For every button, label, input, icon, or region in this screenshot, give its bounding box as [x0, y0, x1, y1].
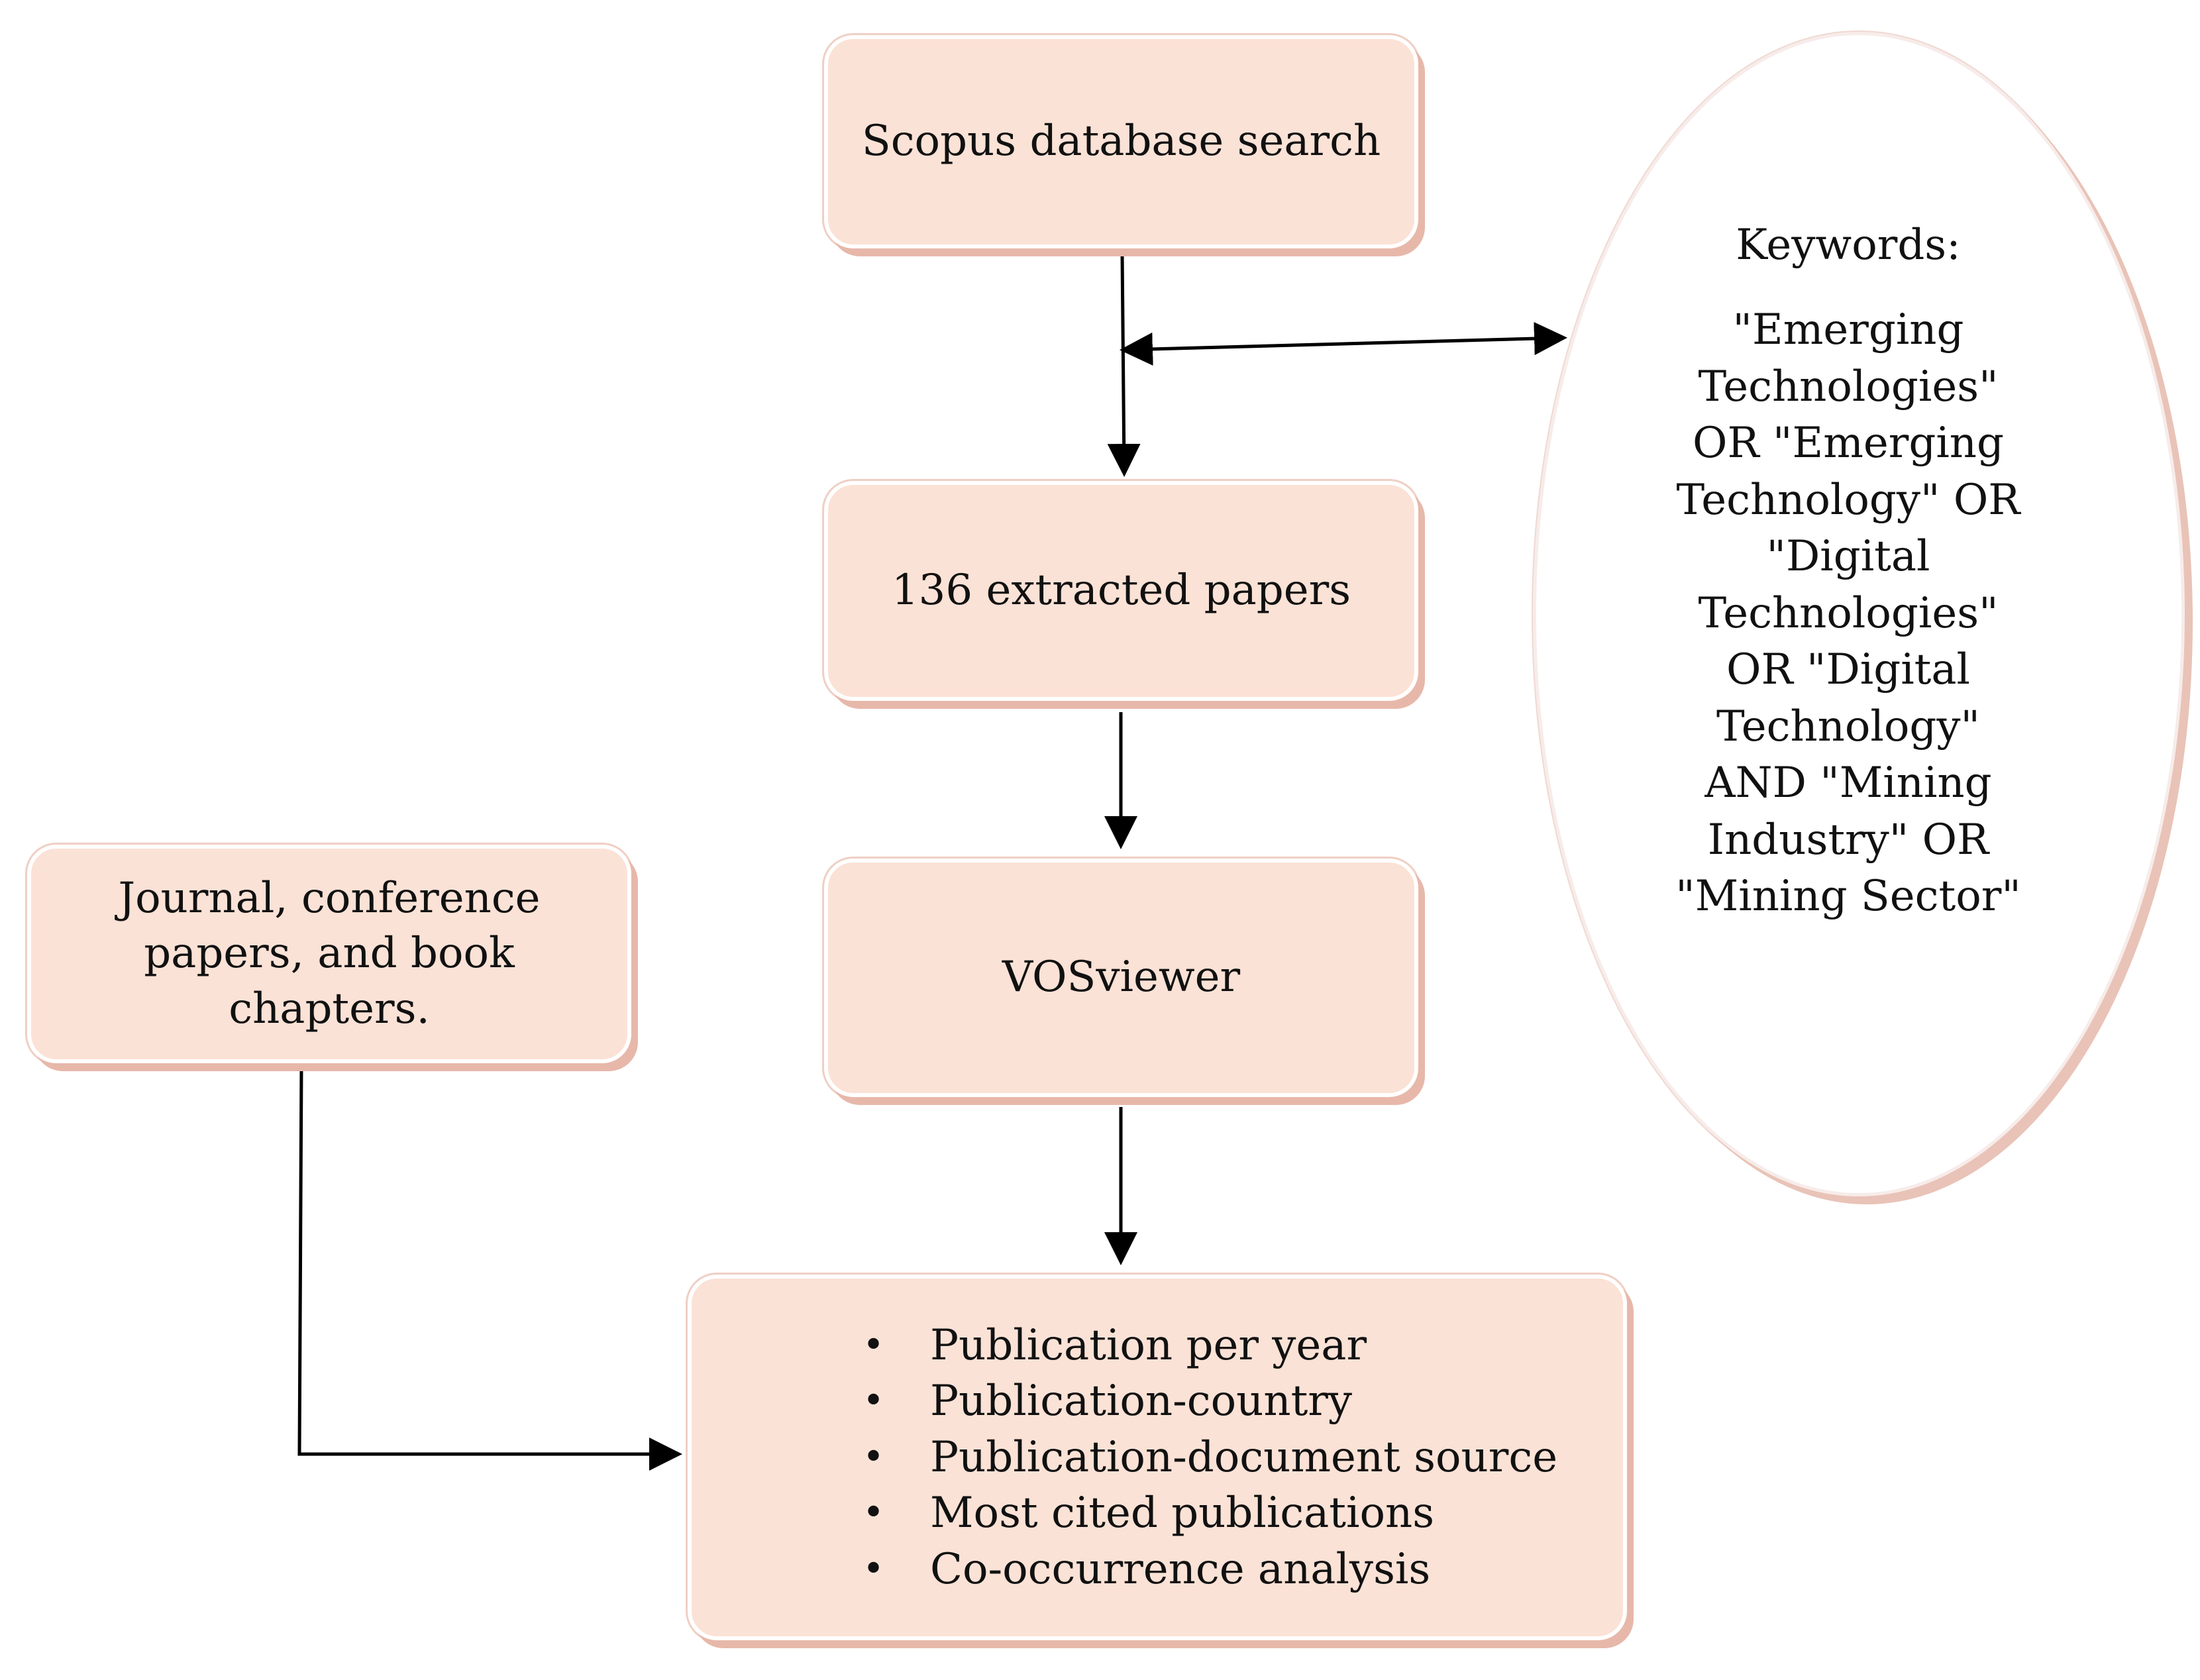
- analysis-outputs-list: • Publication per year • Publication-cou…: [692, 1318, 1557, 1598]
- analysis-output-item: • Co-occurrence analysis: [824, 1542, 1557, 1598]
- extracted-papers-box: 136 extracted papers: [824, 481, 1418, 701]
- keyword-line: Technologies": [1698, 588, 1999, 638]
- keyword-line: OR "Digital: [1726, 645, 1970, 694]
- scopus-search-box: Scopus database search: [824, 35, 1418, 248]
- vosviewer-label: VOSviewer: [1002, 953, 1241, 1002]
- arrow-scopus-to-papers: [1107, 253, 1141, 477]
- keyword-line: Industry" OR: [1707, 815, 1989, 865]
- analysis-output-item: • Publication per year: [824, 1318, 1557, 1374]
- arrow-journal-to-outputs: [297, 1067, 682, 1471]
- document-types-line: Journal, conference: [118, 874, 541, 923]
- keyword-line: Technology": [1716, 702, 1980, 751]
- bullet-icon: •: [863, 1491, 885, 1535]
- analysis-output-item: • Most cited publications: [824, 1485, 1557, 1542]
- document-types-text: Journal, conference papers, and book cha…: [118, 871, 540, 1037]
- bullet-icon: •: [863, 1323, 885, 1367]
- keyword-line: "Digital: [1766, 532, 1930, 581]
- analysis-output-label: Publication-country: [930, 1377, 1353, 1426]
- scopus-search-label: Scopus database search: [861, 117, 1381, 166]
- document-types-line: papers, and book: [144, 929, 515, 978]
- bullet-icon: •: [863, 1379, 885, 1423]
- keywords-ellipse: [1533, 32, 2185, 1196]
- extracted-papers-label: 136 extracted papers: [891, 566, 1351, 615]
- arrow-keywords-link: [1120, 322, 1567, 366]
- bullet-icon: •: [863, 1435, 885, 1479]
- keywords-query: "Emerging Technologies" OR "Emerging Tec…: [1603, 302, 2093, 925]
- bullet-icon: •: [863, 1547, 885, 1591]
- vosviewer-box: VOSviewer: [824, 859, 1418, 1097]
- keywords-title: Keywords:: [1736, 221, 1961, 270]
- analysis-output-item: • Publication-country: [824, 1373, 1557, 1430]
- keyword-line: OR "Emerging: [1693, 419, 2004, 468]
- analysis-output-label: Publication per year: [930, 1320, 1367, 1370]
- keyword-line: Technologies": [1698, 362, 1999, 411]
- document-types-box: Journal, conference papers, and book cha…: [27, 845, 631, 1063]
- analysis-outputs-box: • Publication per year • Publication-cou…: [688, 1275, 1627, 1640]
- analysis-output-label: Publication-document source: [930, 1432, 1558, 1482]
- document-types-line: chapters.: [229, 984, 430, 1033]
- analysis-output-item: • Publication-document source: [824, 1430, 1557, 1486]
- analysis-output-label: Co-occurrence analysis: [930, 1544, 1431, 1594]
- keyword-line: "Mining Sector": [1675, 872, 2021, 921]
- keyword-line: AND "Mining: [1704, 759, 1992, 808]
- keyword-line: "Emerging: [1732, 305, 1964, 354]
- analysis-output-label: Most cited publications: [930, 1489, 1435, 1538]
- keyword-line: Technology" OR: [1676, 475, 2020, 525]
